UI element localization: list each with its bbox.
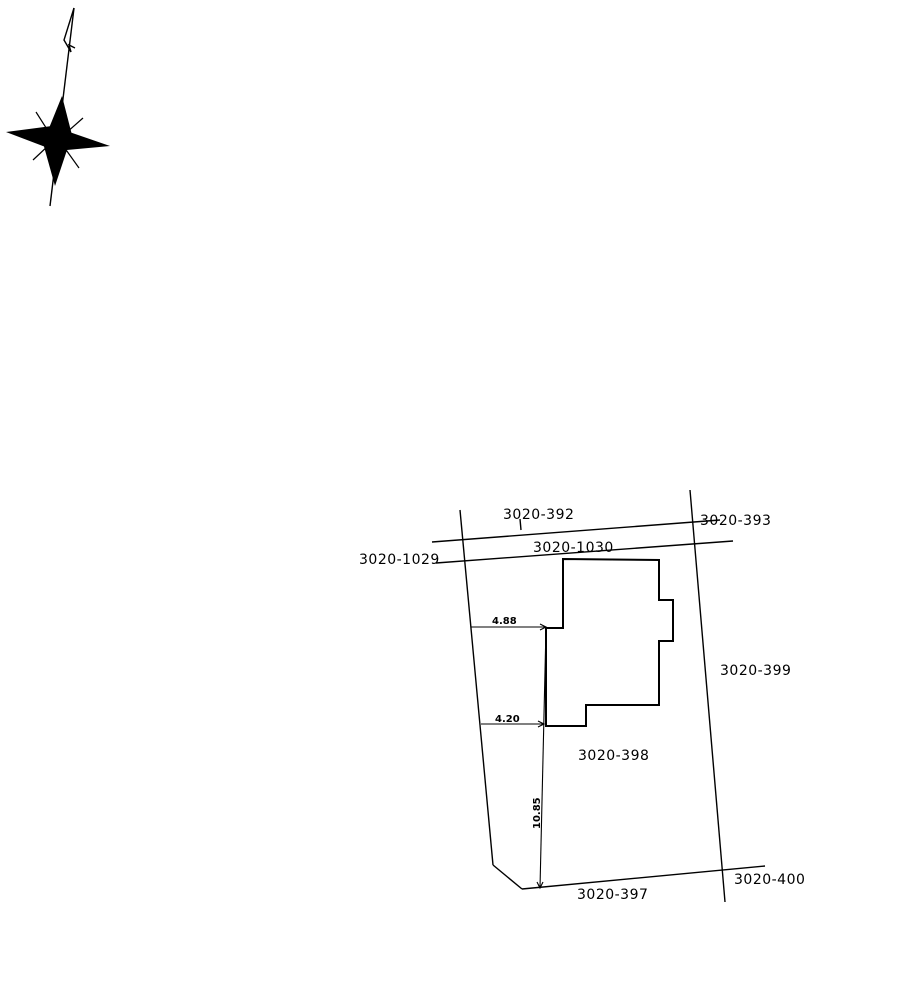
parcel-label-3020-398: 3020-398: [578, 748, 649, 764]
north-arrow-compass-rose-icon: [6, 7, 110, 207]
parcel-label-3020-1029: 3020-1029: [359, 552, 440, 568]
parcel-label-3020-1030: 3020-1030: [533, 540, 614, 556]
boundary-north-inner: [435, 540, 734, 564]
dimension-label-4-88: 4.88: [492, 616, 517, 627]
compass-ray-ne: [65, 117, 84, 134]
compass-ray-nw: [35, 111, 51, 135]
parcel-label-3020-392: 3020-392: [503, 507, 574, 523]
boundary-southwest-corner: [492, 864, 523, 890]
dimension-label-10-85: 10.85: [532, 797, 543, 829]
boundary-west: [459, 509, 494, 866]
compass-ray-sw: [32, 144, 50, 161]
north-arrow-flag: [63, 7, 76, 53]
boundary-north-outer: [431, 519, 721, 543]
dimension-lines: [471, 623, 548, 890]
boundary-east: [689, 489, 726, 903]
dimension-arrow-4-88: [539, 623, 548, 631]
compass-star-horizontal: [6, 126, 110, 151]
building-footprint: [545, 557, 674, 727]
dimension-label-4-20: 4.20: [495, 714, 520, 725]
parcel-392-tick: [519, 518, 522, 531]
parcel-label-3020-397: 3020-397: [577, 887, 648, 903]
compass-ray-se: [63, 146, 80, 169]
parcel-label-3020-399: 3020-399: [720, 663, 791, 679]
parcel-label-3020-393: 3020-393: [700, 513, 771, 529]
boundary-south: [521, 865, 766, 890]
parcel-label-3020-400: 3020-400: [734, 872, 805, 888]
dimension-arrow-10-85: [536, 881, 544, 890]
boundary-lines: [431, 489, 766, 903]
dimension-line-10-85: [539, 627, 547, 889]
